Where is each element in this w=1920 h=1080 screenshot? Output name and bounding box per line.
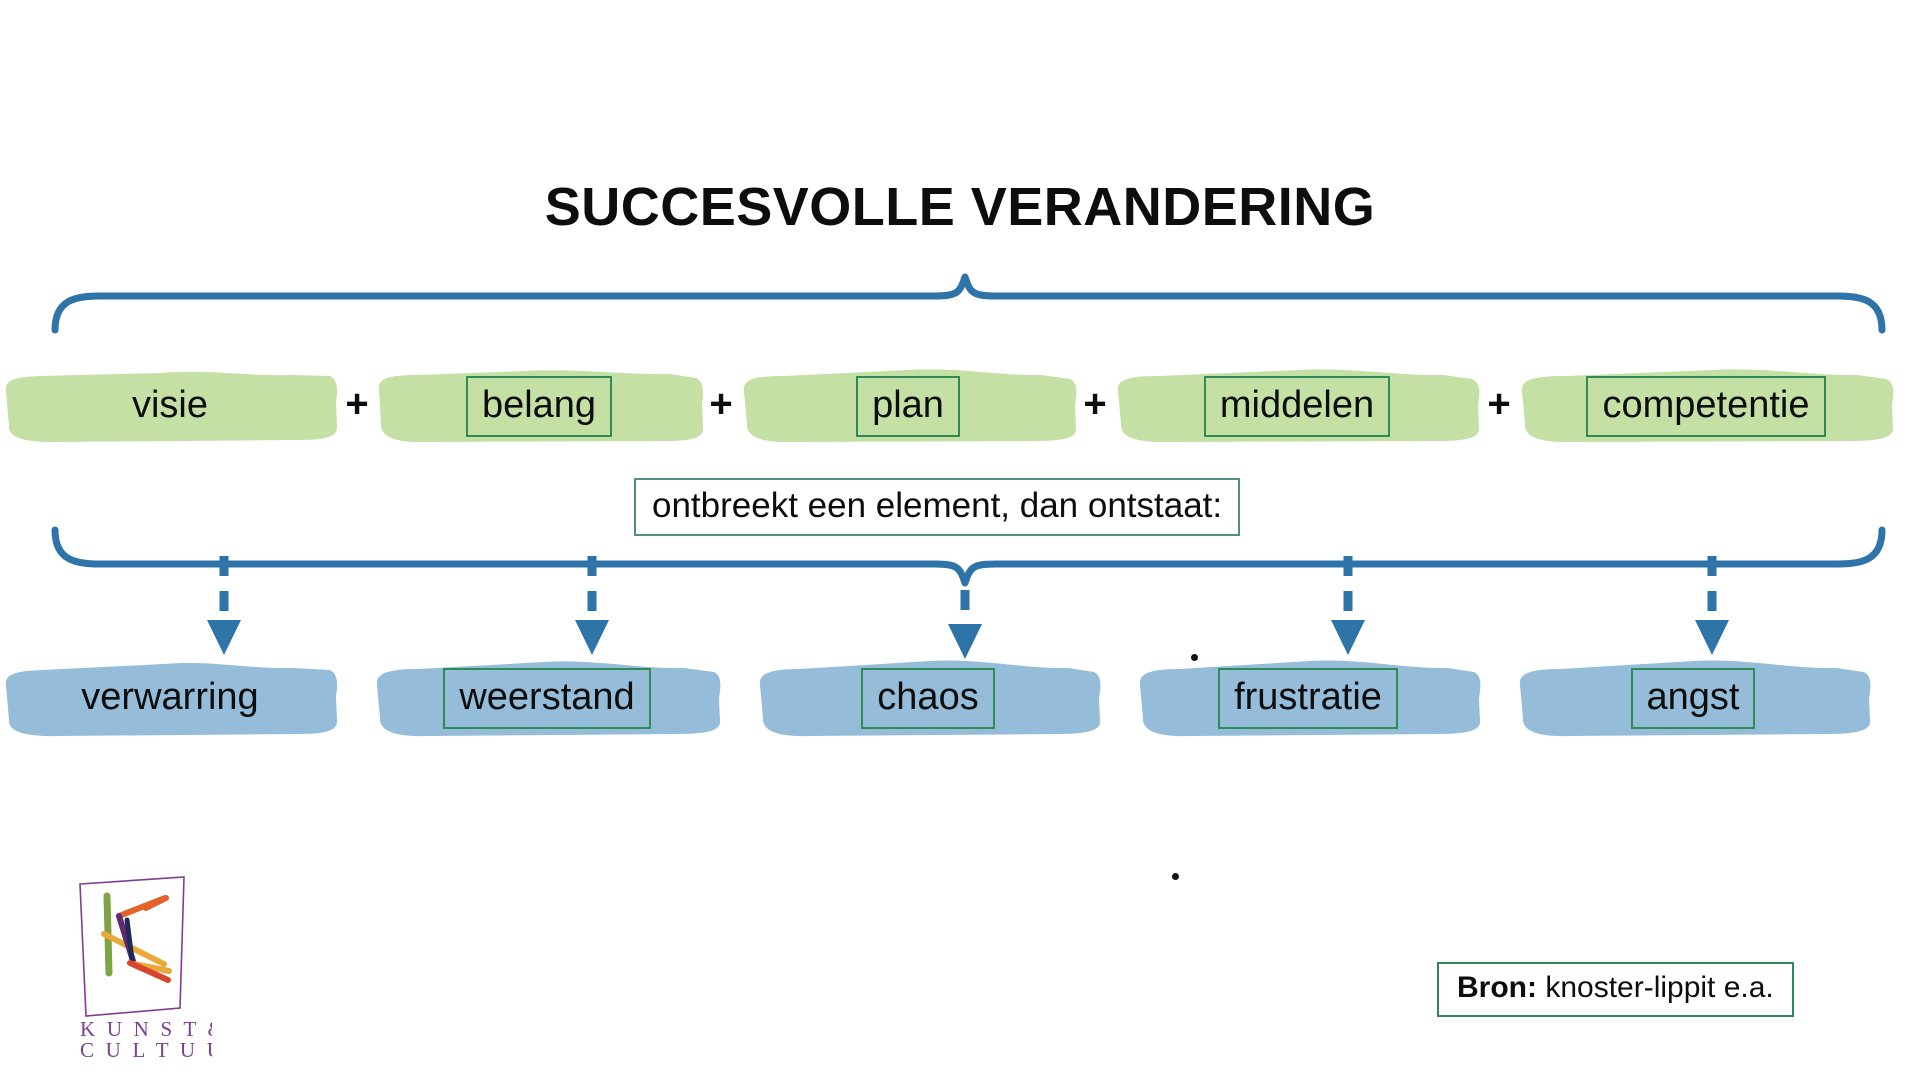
ingredient-label: belang (465, 375, 613, 437)
middle-caption: ontbreekt een element, dan ontstaat: (634, 478, 1241, 536)
source-text: knoster-lippit e.a. (1545, 971, 1774, 1004)
green-highlight-shape (1516, 366, 1896, 446)
ingredient-belang[interactable]: belang (374, 358, 704, 454)
page-title: SUCCESVOLLE VERANDERING (544, 177, 1376, 237)
outcome-frustratie[interactable]: frustratie (1134, 650, 1482, 746)
outcome-label: angst (1630, 667, 1756, 729)
dashed-arrow-icon-4 (1331, 556, 1365, 655)
dashed-arrow-icon-1 (207, 556, 241, 655)
dashed-arrow-icon-5 (1695, 556, 1729, 655)
outcomes-row: verwarring weerstand chaos (0, 650, 1920, 746)
plus-separator-3: + (1083, 382, 1107, 426)
blue-highlight-shape (372, 658, 722, 738)
ingredient-label: middelen (1203, 375, 1391, 437)
ingredient-visie[interactable]: visie (0, 358, 340, 454)
outcome-angst[interactable]: angst (1514, 650, 1872, 746)
blue-highlight-shape (754, 658, 1102, 738)
outcome-verwarring[interactable]: verwarring (0, 650, 340, 746)
green-highlight-shape (0, 366, 340, 446)
stray-dot-upper (1191, 654, 1198, 661)
logo-line-1: K U N S T & (80, 1017, 212, 1041)
outcome-label: chaos (861, 667, 995, 729)
plus-separator-1: + (345, 382, 369, 426)
ingredient-label: competentie (1586, 375, 1826, 437)
blue-highlight-shape (1514, 658, 1872, 738)
abstract-k-mark (101, 892, 172, 983)
outcome-chaos[interactable]: chaos (754, 650, 1102, 746)
plus-separator-2: + (709, 382, 733, 426)
top-brace-icon (51, 273, 1886, 334)
logo-kunst-en-cultuur: K U N S T & C U L T U U R (62, 868, 212, 1058)
outcome-label: weerstand (443, 667, 651, 729)
ingredients-row: visie + belang + plan + (0, 358, 1920, 454)
dashed-arrow-icon-2 (575, 556, 609, 655)
outcome-label: frustratie (1218, 667, 1398, 729)
green-highlight-shape (738, 366, 1078, 446)
outcome-weerstand[interactable]: weerstand (372, 650, 722, 746)
green-highlight-shape (374, 366, 704, 446)
outcome-label: verwarring (81, 675, 259, 718)
ingredient-middelen[interactable]: middelen (1112, 358, 1482, 454)
ingredient-label: visie (131, 383, 209, 426)
blue-highlight-shape (0, 658, 340, 738)
logo-line-2: C U L T U U R (80, 1038, 212, 1058)
source-box: Bron: knoster-lippit e.a. (1437, 962, 1794, 1017)
dashed-arrow-icon-3 (948, 590, 982, 659)
ingredient-label: plan (856, 375, 960, 437)
stray-dot-lower (1172, 873, 1179, 880)
source-prefix: Bron: (1457, 971, 1537, 1004)
bottom-brace-icon (51, 526, 1886, 587)
ingredient-competentie[interactable]: competentie (1516, 358, 1896, 454)
blue-highlight-shape (1134, 658, 1482, 738)
plus-separator-4: + (1487, 382, 1511, 426)
ingredient-plan[interactable]: plan (738, 358, 1078, 454)
